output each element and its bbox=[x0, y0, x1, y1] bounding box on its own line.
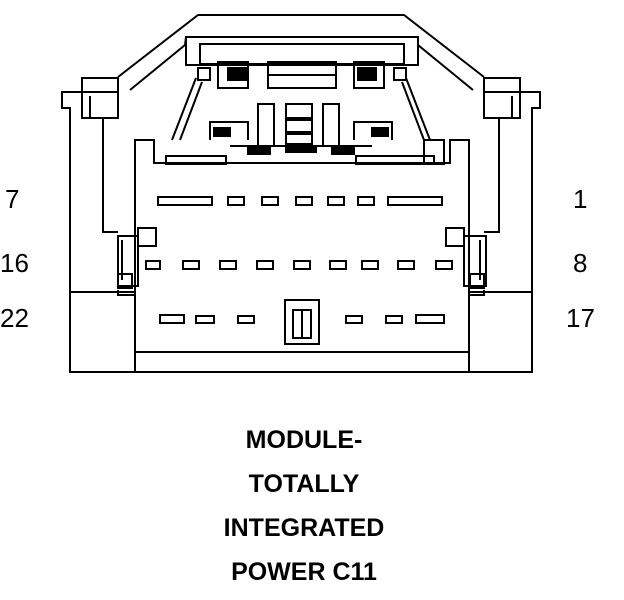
connector-hood bbox=[117, 14, 485, 92]
connector-caption: MODULE- TOTALLY INTEGRATED POWER C11 bbox=[0, 418, 608, 594]
pin-row-1 bbox=[157, 196, 443, 206]
pin-label-1: 1 bbox=[573, 184, 588, 214]
caption-line-2: TOTALLY bbox=[248, 470, 360, 498]
connector-body bbox=[69, 139, 533, 373]
pin-label-17: 17 bbox=[566, 303, 595, 333]
pin-label-8: 8 bbox=[573, 248, 588, 278]
connector-latch bbox=[171, 61, 431, 155]
pin-row-2 bbox=[145, 260, 453, 270]
pin-label-7: 7 bbox=[5, 184, 20, 214]
pin-row-3 bbox=[159, 299, 445, 345]
connector-side-walls bbox=[61, 77, 541, 292]
pin-label-22: 22 bbox=[0, 303, 29, 333]
caption-line-4: POWER C11 bbox=[231, 558, 377, 586]
connector-diagram bbox=[61, 14, 541, 373]
caption-line-3: INTEGRATED bbox=[223, 514, 385, 542]
pin-label-16: 16 bbox=[0, 248, 29, 278]
caption-line-1: MODULE- bbox=[245, 426, 363, 454]
